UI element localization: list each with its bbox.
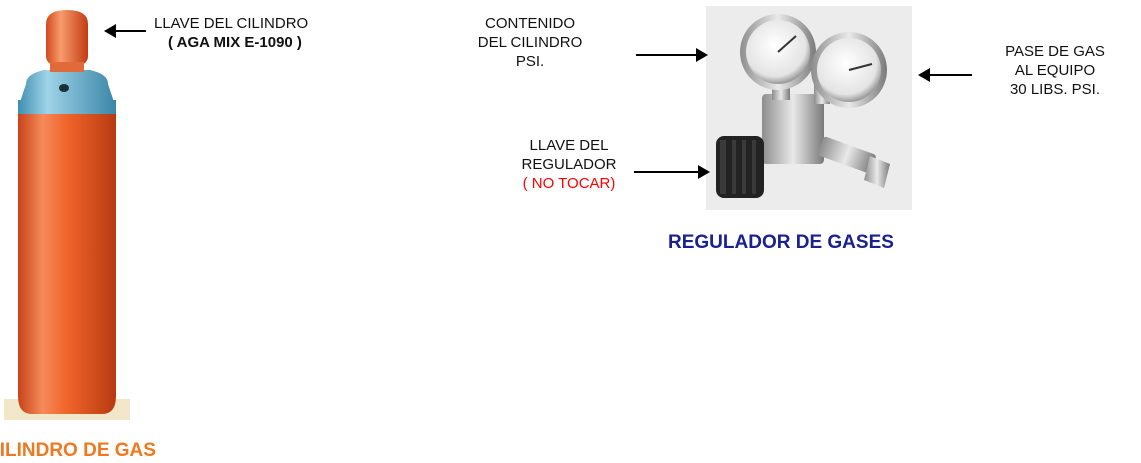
- cylinder-valve-arrow: [104, 24, 146, 38]
- output-arrow: [918, 68, 972, 82]
- cylinder-caption: CILINDRO DE GAS: [0, 440, 156, 461]
- regulator-key-line-2: REGULADOR: [521, 156, 617, 173]
- output-label: PASE DE GAS AL EQUIPO 30 LIBS. PSI.: [980, 42, 1130, 99]
- regulator-key-warning: ( NO TOCAR): [522, 175, 616, 192]
- contents-label-line-1: CONTENIDO: [485, 15, 575, 32]
- gas-regulator-image: [706, 6, 912, 210]
- cylinder-model-label: ( AGA MIX E-1090 ): [168, 34, 302, 51]
- output-label-line-1: PASE DE GAS: [1005, 43, 1105, 60]
- output-label-line-3: 30 LIBS. PSI.: [1009, 81, 1101, 98]
- regulator-key-arrow: [634, 165, 710, 179]
- regulator-key-line-1: LLAVE DEL: [529, 137, 609, 154]
- contents-label: CONTENIDO DEL CILINDRO PSI.: [470, 14, 590, 71]
- output-label-line-2: AL EQUIPO: [1014, 62, 1096, 79]
- contents-label-line-3: PSI.: [515, 53, 545, 70]
- regulator-caption: REGULADOR DE GASES: [668, 232, 894, 253]
- cylinder-valve-label: LLAVE DEL CILINDRO: [154, 15, 309, 32]
- regulator-key-label: LLAVE DEL REGULADOR ( NO TOCAR): [494, 136, 644, 193]
- contents-label-line-2: DEL CILINDRO: [477, 34, 583, 51]
- gas-cylinder-image: [4, 10, 130, 420]
- contents-arrow: [636, 48, 708, 62]
